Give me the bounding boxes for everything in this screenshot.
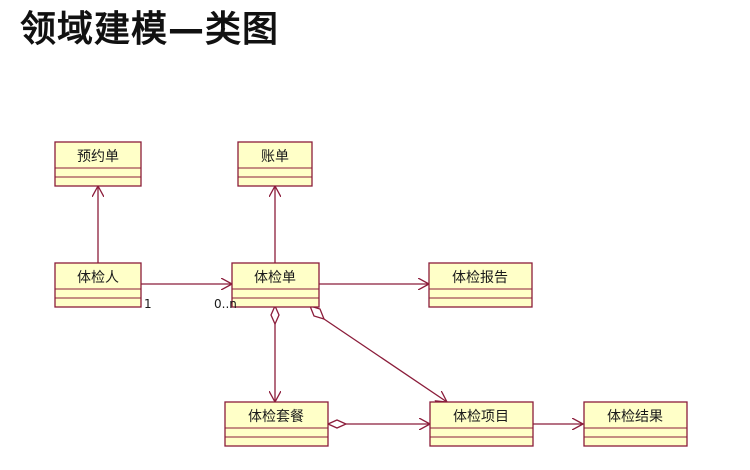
class-name-exam-item: 体检项目 — [453, 409, 509, 425]
class-name-exam-result: 体检结果 — [607, 409, 663, 425]
page-title: 领域建模—类图 — [20, 9, 280, 50]
class-name-exam-report: 体检报告 — [452, 270, 508, 286]
multiplicity-exam-form: 0..n — [214, 297, 237, 311]
class-exam-package: 体检套餐 — [224, 401, 329, 447]
multiplicity-examinee: 1 — [144, 297, 152, 311]
class-name-reservation: 预约单 — [77, 149, 119, 165]
class-name-exam-package: 体检套餐 — [248, 409, 304, 425]
aggregation-diamond-form-item — [308, 304, 326, 321]
class-name-examinee: 体检人 — [77, 270, 119, 286]
class-name-bill: 账单 — [261, 149, 289, 165]
aggregation-diamond-package-item — [326, 419, 348, 429]
class-name-exam-form: 体检单 — [254, 270, 296, 286]
class-exam-item: 体检项目 — [429, 401, 534, 447]
class-exam-result: 体检结果 — [583, 401, 688, 447]
class-examinee: 体检人 — [54, 262, 142, 308]
class-exam-form: 体检单 — [231, 262, 320, 308]
class-exam-report: 体检报告 — [428, 262, 533, 308]
class-reservation: 预约单 — [54, 141, 142, 187]
class-bill: 账单 — [237, 141, 313, 187]
aggregation-examform-item — [323, 318, 447, 402]
aggregation-diamond-form-package — [270, 304, 280, 326]
